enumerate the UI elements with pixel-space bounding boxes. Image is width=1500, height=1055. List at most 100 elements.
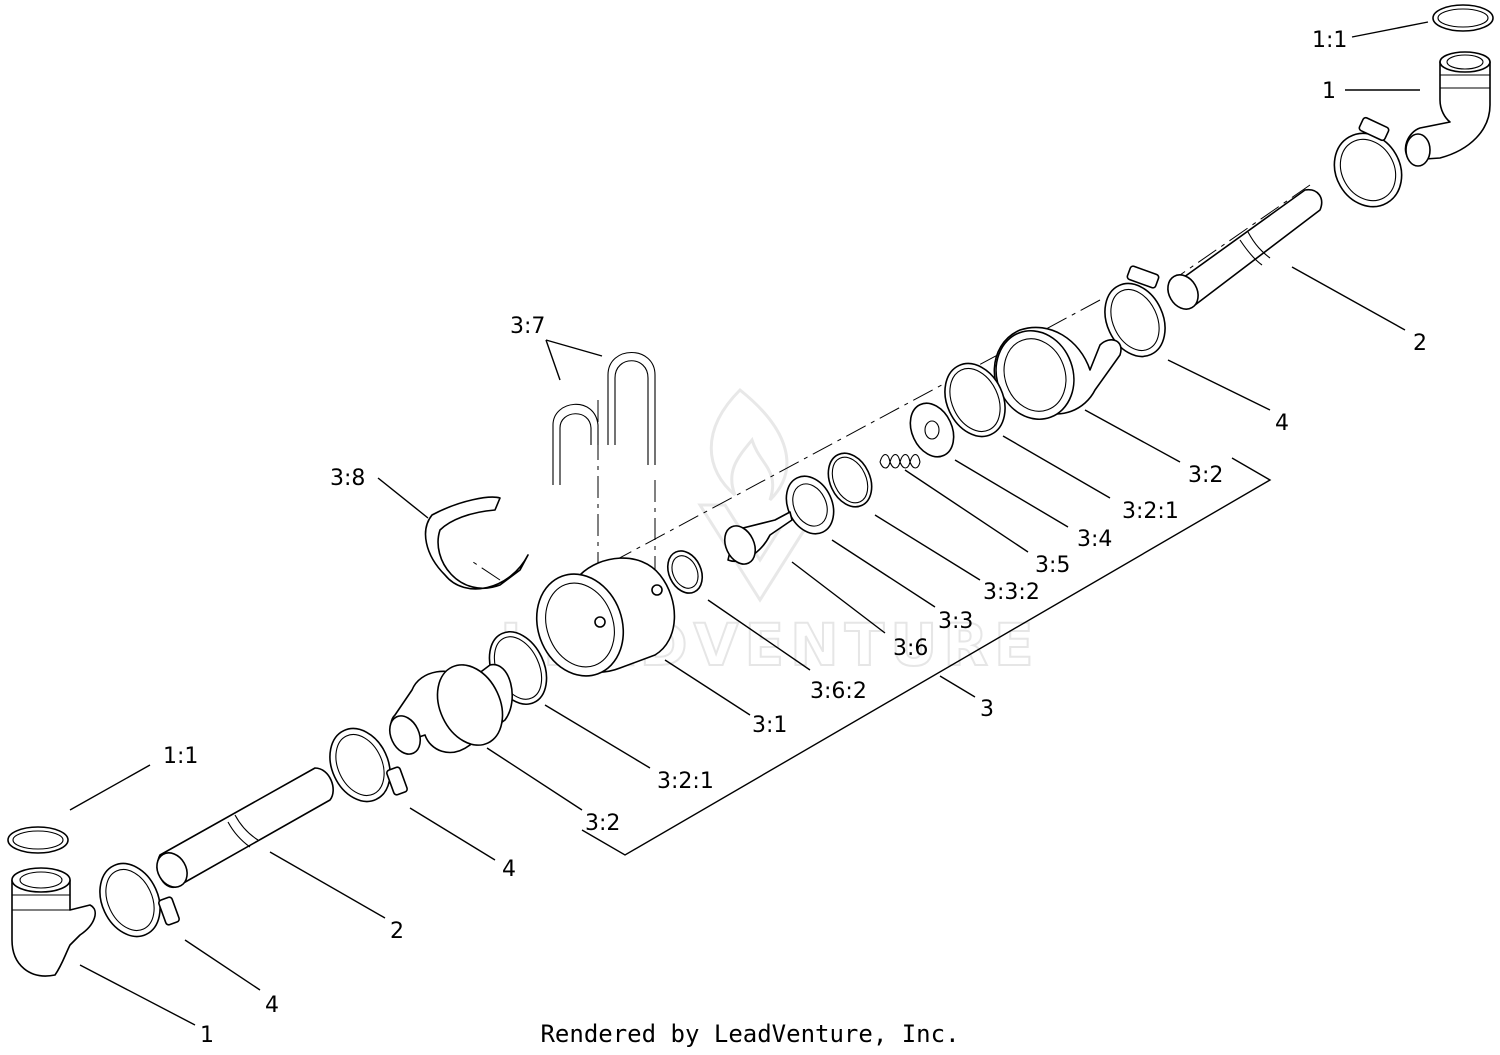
bottom-hose-clamp-lower-inner xyxy=(105,868,155,932)
callout-top-2: 2 xyxy=(1413,331,1427,356)
top-coupling-face-inner xyxy=(1003,338,1067,412)
leader-bot-2 xyxy=(269,851,386,919)
callout-bot-3-2: 3:2 xyxy=(585,811,620,836)
callout-top-3-2: 3:2 xyxy=(1188,463,1223,488)
callout-top-3-2-1: 3:2:1 xyxy=(1122,499,1179,524)
leader-bot-4b xyxy=(184,939,261,991)
valve-disc-hub xyxy=(924,420,940,440)
leader-top-2 xyxy=(1291,266,1406,331)
callout-3: 3 xyxy=(980,697,994,722)
valve-seat-inner xyxy=(792,483,828,527)
leader-top-3-2-1 xyxy=(1002,435,1111,499)
bottom-elbow-mouth-inner xyxy=(19,871,63,889)
callout-3-6: 3:6 xyxy=(893,636,928,661)
leader-top-4 xyxy=(1167,359,1271,411)
leader-bot-3-2 xyxy=(486,747,583,811)
leader-lines xyxy=(69,21,1429,1026)
valve-body-face xyxy=(535,573,625,677)
callout-top-1: 1 xyxy=(1322,79,1336,104)
bottom-hose-break-2 xyxy=(227,821,251,848)
poppet-small-o-ring-inner xyxy=(671,555,699,589)
top-elbow-barb xyxy=(1405,133,1431,167)
top-fitting-assembly xyxy=(1104,4,1494,358)
leader-3-1 xyxy=(664,659,751,716)
valve-spring-back xyxy=(879,460,921,469)
bottom-hose-break-1 xyxy=(234,814,259,841)
valve-body-face-inner xyxy=(545,582,615,668)
retaining-pin-left xyxy=(552,403,599,485)
leader-3-7-b xyxy=(545,339,603,357)
bottom-hose-end xyxy=(156,852,188,888)
leader-bot-1-1 xyxy=(69,764,151,811)
callout-3-4: 3:4 xyxy=(1077,527,1112,552)
leader-bot-1 xyxy=(79,964,196,1026)
leader-3-3-2 xyxy=(874,514,981,581)
callout-3-3-2: 3:3:2 xyxy=(983,580,1040,605)
callout-bot-4a: 4 xyxy=(502,857,516,882)
leader-top-3-2 xyxy=(1084,409,1181,463)
mid-clamp-top-screw xyxy=(1126,265,1160,289)
bottom-coupling-face xyxy=(436,664,504,746)
callout-bot-2: 2 xyxy=(390,919,404,944)
watermark-flame-icon xyxy=(709,387,789,502)
retaining-pin-left-inner xyxy=(559,413,592,485)
mid-hose-clamp-top-inner xyxy=(1110,288,1160,352)
callout-3-3: 3:3 xyxy=(938,609,973,634)
bracket-3 xyxy=(581,457,1272,856)
callout-bot-1-1: 1:1 xyxy=(163,744,198,769)
callout-3-6-2: 3:6:2 xyxy=(810,679,867,704)
leader-top-1-1 xyxy=(1351,21,1429,38)
axis-line-top xyxy=(1179,184,1311,276)
top-hose-clamp xyxy=(1333,132,1403,208)
retaining-pin-right xyxy=(607,352,656,465)
axis-line-sleeve xyxy=(469,559,501,581)
poppet-o-ring-inner xyxy=(831,456,869,504)
callout-top-4: 4 xyxy=(1275,411,1289,436)
callout-bot-3-2-1: 3:2:1 xyxy=(657,769,714,794)
leader-3-6 xyxy=(791,561,886,634)
clip-sleeve xyxy=(424,496,529,590)
callout-bot-1: 1 xyxy=(200,1023,214,1048)
top-hose-clamp-inner xyxy=(1339,138,1397,202)
callout-3-8: 3:8 xyxy=(330,466,365,491)
bottom-clamp-upper-screw xyxy=(386,766,408,796)
bottom-hose-clamp-upper-inner xyxy=(335,733,385,797)
top-elbow-mouth-inner xyxy=(1446,54,1484,70)
poppet-small-o-ring xyxy=(666,550,704,594)
leader-bot-4a xyxy=(409,807,496,861)
top-hose-break-1 xyxy=(1247,231,1271,259)
leader-3-4 xyxy=(954,459,1069,528)
bottom-fitting-assembly xyxy=(7,767,334,977)
bottom-elbow-fitting xyxy=(11,879,96,977)
top-o-ring xyxy=(1432,4,1494,32)
valve-disc xyxy=(909,402,955,458)
callout-3-1: 3:1 xyxy=(752,713,787,738)
poppet-cone-face xyxy=(723,525,757,565)
top-seal-ring-inner xyxy=(949,368,1001,432)
leader-3-5 xyxy=(904,469,1029,553)
callout-3-5: 3:5 xyxy=(1035,553,1070,578)
axis-line-mid xyxy=(559,299,1101,591)
leader-3-3 xyxy=(831,539,936,608)
valve-assembly xyxy=(329,326,1122,803)
leader-bot-3-2-1 xyxy=(544,704,651,769)
leader-3-6-2 xyxy=(707,599,811,671)
valve-body-pin-hole-a xyxy=(594,616,606,628)
callout-3-7: 3:7 xyxy=(510,314,545,339)
top-o-ring-inner xyxy=(1437,8,1489,28)
retaining-pin-right-inner xyxy=(614,360,649,465)
leader-3-8 xyxy=(377,477,429,519)
bottom-o-ring xyxy=(7,826,69,854)
top-hose-end xyxy=(1167,274,1199,310)
bottom-coupling-barb xyxy=(388,715,422,755)
callout-bot-4b: 4 xyxy=(265,993,279,1018)
top-hose-break-2 xyxy=(1239,239,1263,266)
leader-3 xyxy=(939,675,976,698)
valve-body-pin-hole-b xyxy=(651,584,663,596)
bottom-clamp-lower-screw xyxy=(158,896,180,926)
footer-credit: Rendered by LeadVenture, Inc. xyxy=(540,1020,959,1048)
callout-labels: 1:1 1 2 4 3:2 3:2:1 3:4 3:5 3:3:2 3:3 3:… xyxy=(163,28,1427,1048)
bottom-o-ring-inner xyxy=(12,830,64,850)
callout-top-1-1: 1:1 xyxy=(1312,28,1347,53)
